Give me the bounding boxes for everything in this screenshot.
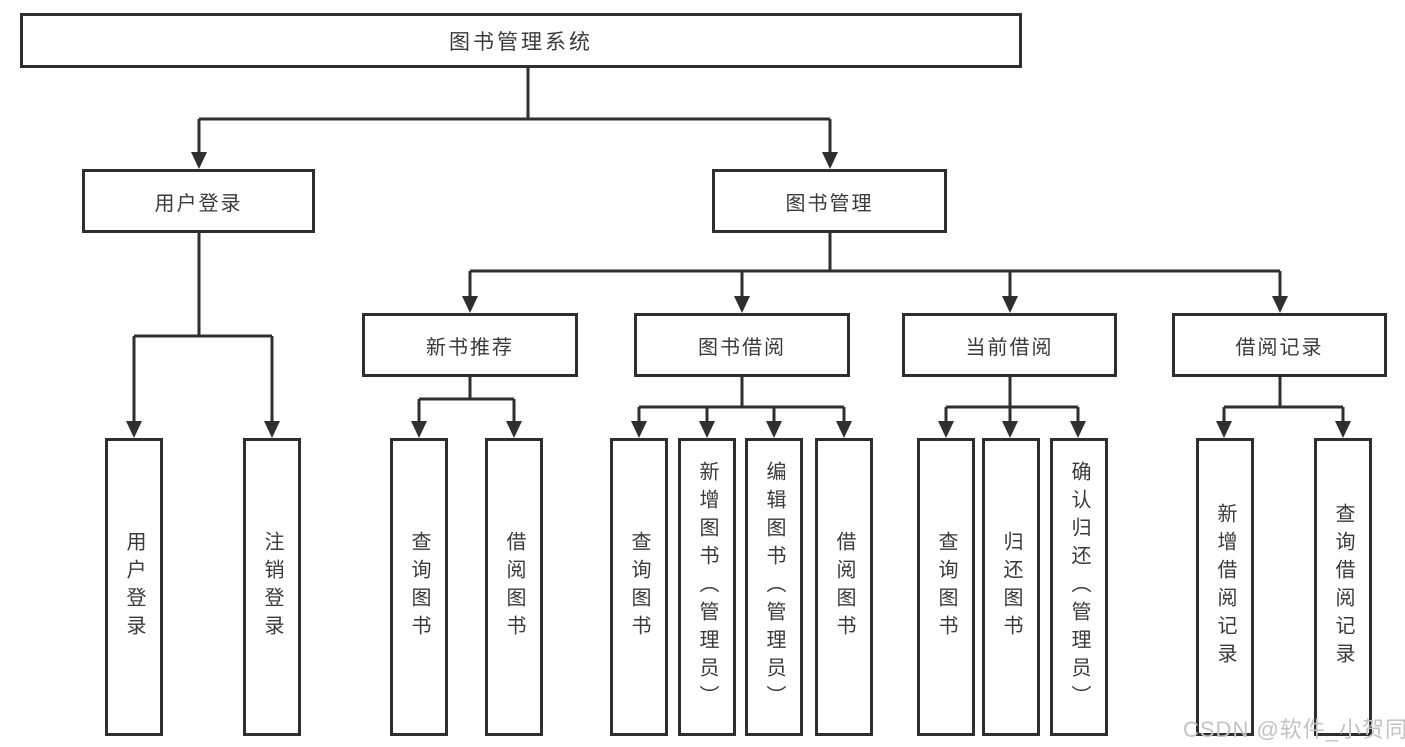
leaf-user-login: 用户登录 bbox=[105, 438, 163, 736]
leaf-query-borrow-record: 查询借阅记录 bbox=[1314, 438, 1372, 736]
watermark: CSDN @软件_小贺同学 bbox=[1183, 717, 1405, 742]
node-borrowing-records: 借阅记录 bbox=[1172, 313, 1387, 377]
node-user-login: 用户登录 bbox=[82, 169, 315, 233]
leaf-add-borrow-record: 新增借阅记录 bbox=[1196, 438, 1254, 736]
node-book-management: 图书管理 bbox=[712, 169, 947, 233]
node-library-management-system: 图书管理系统 bbox=[20, 13, 1022, 68]
node-book-borrowing: 图书借阅 bbox=[634, 313, 850, 377]
leaf-logout: 注销登录 bbox=[243, 438, 301, 736]
connector-lines bbox=[132, 68, 1345, 424]
leaf-return-book: 归还图书 bbox=[982, 438, 1040, 736]
leaf-add-book-admin: 新增图书（管理员） bbox=[678, 438, 736, 736]
leaf-borrow-books-borrowing: 借阅图书 bbox=[815, 438, 873, 736]
node-current-borrowing: 当前借阅 bbox=[902, 313, 1117, 377]
node-new-book-recommendation: 新书推荐 bbox=[362, 313, 578, 377]
leaf-edit-book-admin: 编辑图书（管理员） bbox=[745, 438, 803, 736]
leaf-borrow-books-recommend: 借阅图书 bbox=[485, 438, 543, 736]
leaf-query-books-recommend: 查询图书 bbox=[390, 438, 448, 736]
leaf-confirm-return-admin: 确认归还（管理员） bbox=[1050, 438, 1108, 736]
leaf-query-books-current: 查询图书 bbox=[917, 438, 975, 736]
leaf-query-books-borrowing: 查询图书 bbox=[610, 438, 668, 736]
